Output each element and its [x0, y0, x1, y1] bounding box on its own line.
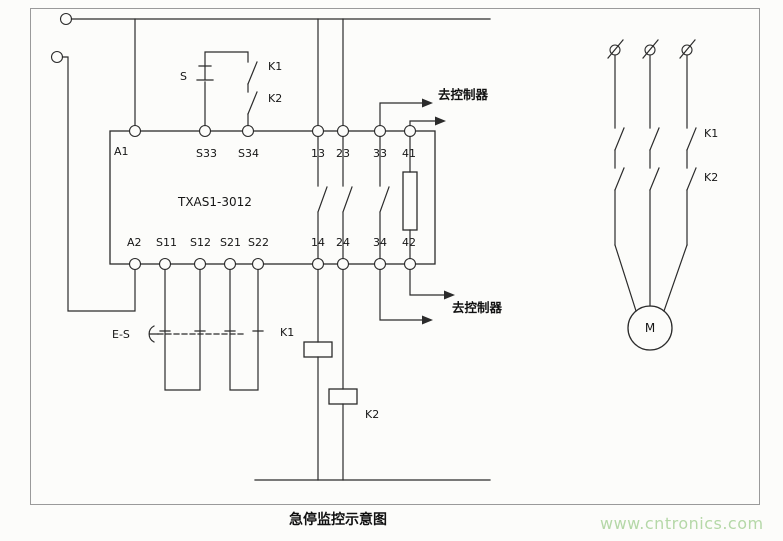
relay-model-label: TXAS1-3012 — [177, 195, 252, 209]
k1-coil-branch: K1 — [280, 268, 333, 481]
motor-converge-wires — [614, 244, 688, 312]
supply-terminal-2 — [50, 50, 64, 64]
start-button-icon — [196, 65, 214, 81]
estop-actuator-icon — [148, 325, 159, 343]
start-button-label: S — [180, 70, 187, 83]
terminal-14 — [311, 257, 325, 271]
diagram-frame — [30, 8, 760, 505]
terminal-24 — [336, 257, 350, 271]
output-element-41-42 — [402, 135, 418, 260]
k1-feedback-contact-icon — [247, 61, 258, 85]
relay-module: TXAS1-3012 A1 S33 S34 13 23 33 41 A2 S11… — [109, 124, 436, 271]
contact-supply-wires — [317, 18, 344, 127]
terminal-13 — [311, 124, 325, 138]
diagram-caption: 急停监控示意图 — [289, 511, 387, 528]
arrow-right-icon — [444, 290, 455, 300]
k2-power-contacts-icon — [614, 167, 697, 191]
contact-33-34 — [379, 135, 390, 260]
watermark: www.cntronics.com — [600, 514, 764, 533]
controller-outputs-bottom: 去控制器 — [379, 268, 503, 325]
terminal-41 — [403, 124, 417, 138]
terminal-33 — [373, 124, 387, 138]
relay-module-box — [109, 130, 436, 265]
top-supply-rail — [59, 12, 491, 26]
motor-label: M — [645, 321, 655, 335]
output-41-42-symbol — [402, 171, 418, 231]
reset-feedback-branch: S K1 K2 — [180, 51, 282, 127]
terminal-a2-label: A2 — [127, 236, 142, 249]
output-wires-top — [379, 102, 436, 127]
terminal-s34 — [241, 124, 255, 138]
terminal-s33-label: S33 — [196, 147, 217, 160]
estop-channel-1-wire — [164, 268, 201, 391]
terminal-s12-label: S12 — [190, 236, 211, 249]
terminal-s11 — [158, 257, 172, 271]
left-return-rail — [50, 50, 136, 312]
terminal-34 — [373, 257, 387, 271]
contact-23-24 — [342, 135, 353, 260]
terminal-42 — [403, 257, 417, 271]
terminal-s34-label: S34 — [238, 147, 259, 160]
terminal-s12 — [193, 257, 207, 271]
terminal-42-label: 42 — [402, 236, 416, 249]
k2-coil-branch: K2 — [328, 268, 379, 481]
terminal-a1 — [128, 124, 142, 138]
phase-disconnect-slashes — [607, 39, 696, 59]
k2-coil-label: K2 — [365, 408, 379, 421]
phase-leads-middle — [614, 149, 688, 169]
k2-feedback-label: K2 — [268, 92, 282, 105]
reset-branch-wires — [204, 51, 249, 127]
terminal-s22-label: S22 — [248, 236, 269, 249]
k2-feedback-contact-icon — [247, 91, 258, 115]
to-controller-top-label: 去控制器 — [438, 87, 489, 102]
k1-power-label: K1 — [704, 127, 718, 140]
arrow-right-icon — [435, 116, 446, 126]
to-controller-bottom-label: 去控制器 — [452, 300, 503, 315]
terminal-a2 — [128, 257, 142, 271]
k2-power-label: K2 — [704, 171, 718, 184]
motor-power-circuit: M K1 K2 — [607, 39, 718, 351]
supply-terminal-1 — [59, 12, 73, 26]
k1-feedback-label: K1 — [268, 60, 282, 73]
terminal-a1-label: A1 — [114, 145, 129, 158]
contact-13-14 — [317, 135, 328, 260]
phase-leads-upper — [614, 54, 688, 129]
k1-coil-label: K1 — [280, 326, 294, 339]
terminal-s22 — [251, 257, 265, 271]
output-wires-bottom — [379, 268, 445, 321]
k2-coil-symbol — [328, 388, 358, 405]
estop-label: E-S — [112, 328, 130, 341]
left-return-wire — [61, 56, 136, 312]
terminal-41-label: 41 — [402, 147, 416, 160]
terminal-s21-label: S21 — [220, 236, 241, 249]
terminal-s21 — [223, 257, 237, 271]
arrow-right-icon — [422, 98, 433, 108]
motor-circle — [627, 305, 673, 351]
estop-branch: E-S — [112, 268, 264, 391]
arrow-right-icon — [422, 315, 433, 325]
terminal-23 — [336, 124, 350, 138]
terminal-s33 — [198, 124, 212, 138]
k1-power-contacts-icon — [614, 127, 697, 151]
k1-coil-symbol — [303, 341, 333, 358]
phase-leads-lower — [614, 189, 688, 307]
estop-channel-2-wire — [229, 268, 259, 391]
terminal-s11-label: S11 — [156, 236, 177, 249]
controller-outputs-top: 去控制器 — [379, 87, 489, 127]
